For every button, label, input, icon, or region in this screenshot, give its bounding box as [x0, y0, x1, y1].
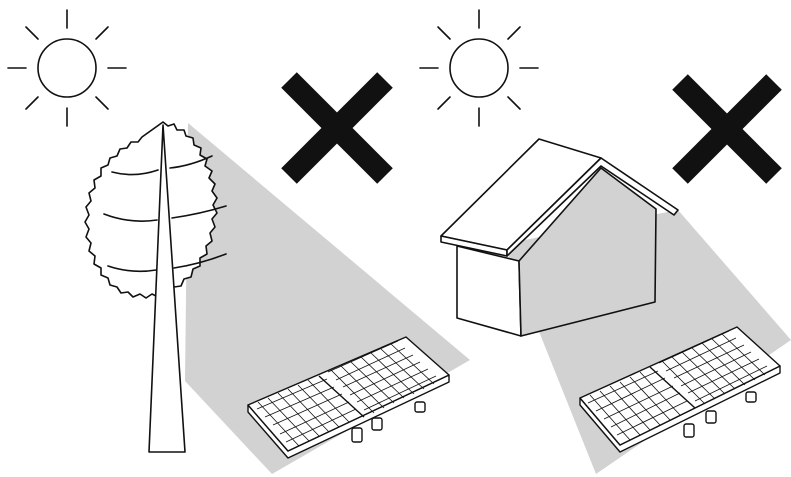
- solar-panel-cells: [587, 330, 768, 441]
- house-scene: [419, 9, 791, 474]
- tree-scene: [7, 9, 470, 474]
- solar-panel-icon: [247, 336, 450, 459]
- sun-icon: [419, 9, 539, 127]
- house-front-wall: [456, 245, 522, 337]
- sun-icon: [7, 9, 127, 127]
- house-side-wall: [518, 167, 657, 337]
- cross-mark-icon: [672, 74, 782, 184]
- house-icon: [440, 138, 679, 337]
- solar-panel-legs: [683, 391, 757, 438]
- cross-mark-icon: [281, 72, 393, 184]
- tree-branches: [103, 155, 227, 273]
- solar-panel-icon: [579, 326, 781, 453]
- solar-panel-legs: [351, 401, 426, 443]
- solar-panel-cells: [256, 340, 437, 447]
- house-roof-side-edge: [506, 157, 679, 257]
- tree-trunk: [148, 124, 186, 453]
